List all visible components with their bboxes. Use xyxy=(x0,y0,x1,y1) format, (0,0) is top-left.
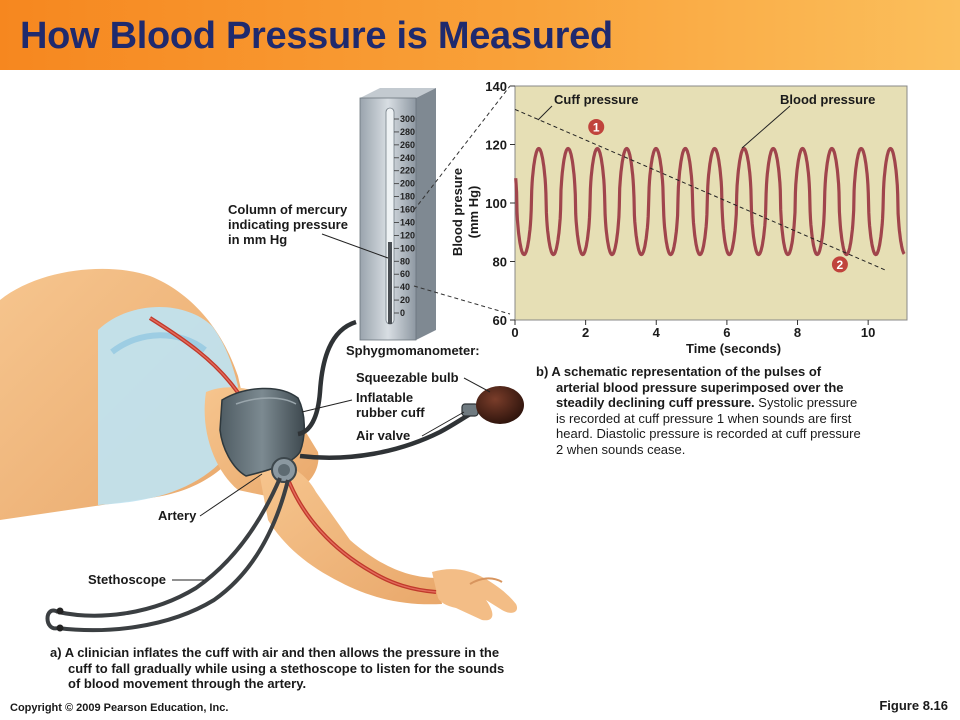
hand xyxy=(432,569,518,621)
zoom-line-bottom xyxy=(413,285,511,315)
page-title: How Blood Pressure is Measured xyxy=(20,15,613,57)
gauge-tick-label: 80 xyxy=(400,256,410,266)
caption-a: a) A clinician inflates the cuff with ai… xyxy=(50,645,505,691)
gauge-tick-label: 240 xyxy=(400,153,415,163)
gauge-tick-label: 300 xyxy=(400,114,415,124)
marker-1: 1 xyxy=(588,118,605,135)
gauge-tick-label: 180 xyxy=(400,192,415,202)
label-mercury-leader xyxy=(321,233,389,259)
y-axis-title-line2: (mm Hg) xyxy=(466,186,481,239)
gauge-tick-label: 140 xyxy=(400,217,415,227)
figure: 3002802602402202001801601401201008060402… xyxy=(0,79,908,633)
cuff xyxy=(219,387,305,477)
x-tick-label: 4 xyxy=(653,325,661,340)
gauge-tick-label: 20 xyxy=(400,295,410,305)
copyright: Copyright © 2009 Pearson Education, Inc. xyxy=(10,702,229,714)
x-tick-label: 6 xyxy=(723,325,730,340)
gauge-tick-label: 260 xyxy=(400,140,415,150)
gauge-scale: 3002802602402202001801601401201008060402… xyxy=(394,114,415,318)
series-blood-pressure xyxy=(514,146,906,257)
arm-illustration xyxy=(0,268,524,633)
bulb-hose xyxy=(299,409,476,460)
sphygmomanometer-gauge: 3002802602402202001801601401201008060402… xyxy=(359,88,436,341)
gauge-tick-label: 220 xyxy=(400,166,415,176)
gauge-hose xyxy=(297,319,357,437)
label-stethoscope: Stethoscope xyxy=(88,572,166,587)
chart-axes: 0 2 4 6 8 10 60 80 100 120 140 xyxy=(485,79,875,340)
squeezable-bulb xyxy=(476,386,524,424)
x-tick-label: 0 xyxy=(511,325,518,340)
label-sphygmomanometer: Sphygmomanometer: xyxy=(346,343,480,358)
cuff-pressure-leader xyxy=(537,105,553,121)
label-artery: Artery xyxy=(158,508,197,523)
x-tick-label: 8 xyxy=(794,325,801,340)
label-mercury: Column of mercury indicating pressure in… xyxy=(228,202,352,247)
blood-pressure-leader xyxy=(741,105,791,149)
gauge-tick-label: 160 xyxy=(400,205,415,215)
label-artery-leader xyxy=(199,473,263,517)
mercury-column xyxy=(388,242,392,324)
label-bulb-leader xyxy=(463,377,491,393)
series-cuff-pressure xyxy=(514,108,887,271)
header-bar xyxy=(0,0,960,70)
gauge-tick-label: 100 xyxy=(400,243,415,253)
gauge-tick-label: 280 xyxy=(400,127,415,137)
figure-number: Figure 8.16 xyxy=(879,698,948,713)
gauge-tick-label: 200 xyxy=(400,179,415,189)
gauge-tick-label: 40 xyxy=(400,282,410,292)
x-tick-label: 10 xyxy=(861,325,875,340)
stethoscope-tube xyxy=(57,477,282,618)
label-cuff: Inflatable rubber cuff xyxy=(356,390,425,420)
x-axis-title: Time (seconds) xyxy=(686,341,781,356)
y-tick-label: 120 xyxy=(485,138,507,153)
y-tick-label: 80 xyxy=(493,255,507,270)
y-axis-title-line1: Blood presure xyxy=(450,168,465,256)
svg-text:1: 1 xyxy=(593,120,600,134)
caption-b: b) A schematic representation of the pul… xyxy=(536,364,861,457)
stethoscope-earpiece xyxy=(45,608,59,631)
annotation-blood-pressure: Blood pressure xyxy=(780,92,875,107)
forearm xyxy=(258,463,442,605)
y-tick-label: 100 xyxy=(485,196,507,211)
svg-text:2: 2 xyxy=(837,258,844,272)
y-tick-label: 60 xyxy=(493,313,507,328)
air-valve xyxy=(461,403,479,417)
label-valve-leader xyxy=(421,411,465,437)
label-cuff-leader xyxy=(301,399,353,413)
x-tick-label: 2 xyxy=(582,325,589,340)
gauge-tick-label: 60 xyxy=(400,269,410,279)
y-tick-label: 140 xyxy=(485,79,507,94)
zoom-line-top xyxy=(413,85,511,211)
annotation-cuff-pressure: Cuff pressure xyxy=(554,92,639,107)
chart-markers: 12 xyxy=(588,118,848,273)
gauge-tick-label: 0 xyxy=(400,308,405,318)
label-valve: Air valve xyxy=(356,428,410,443)
gauge-tick-label: 120 xyxy=(400,230,415,240)
chart-plot-area xyxy=(514,85,908,321)
label-bulb: Squeezable bulb xyxy=(356,370,459,385)
marker-2: 2 xyxy=(831,256,848,273)
